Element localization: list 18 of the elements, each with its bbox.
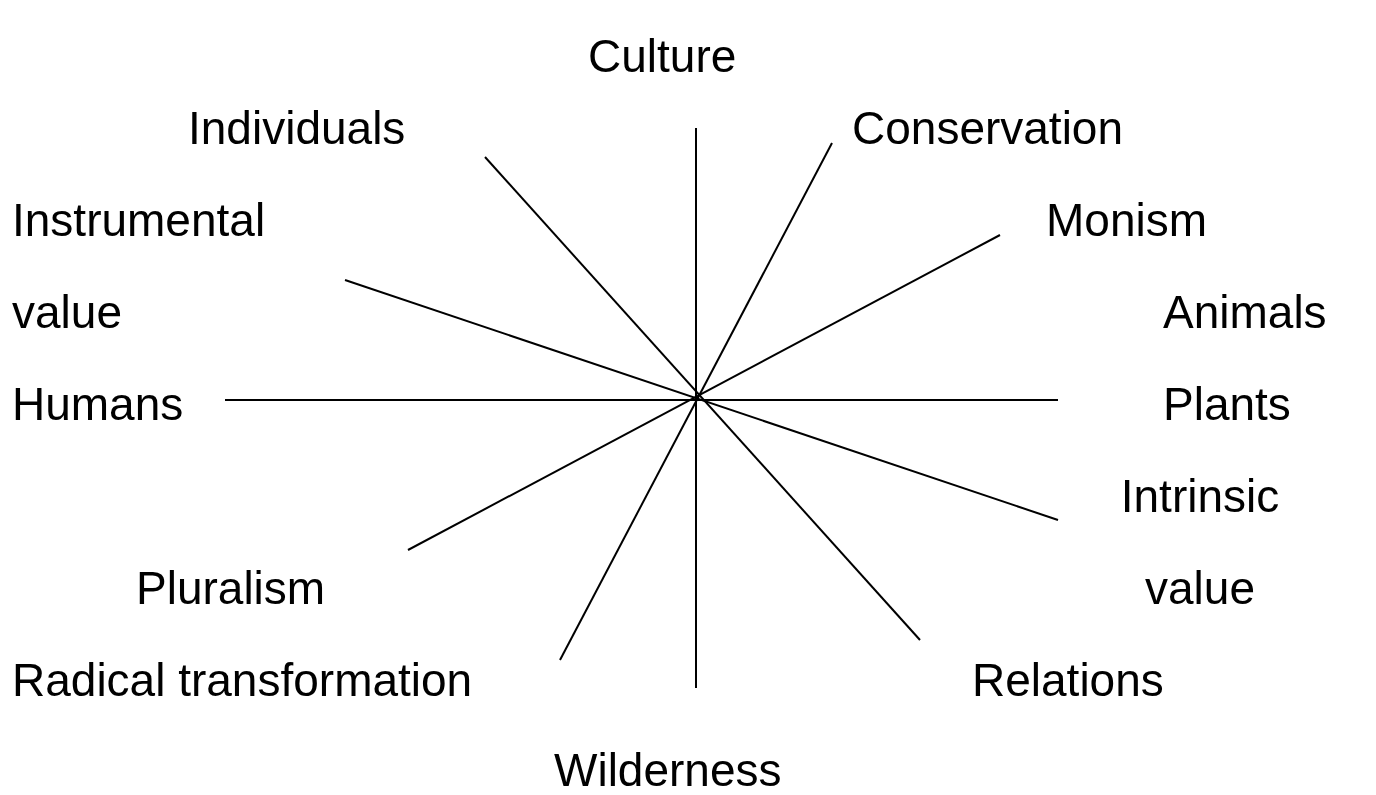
pole-label: Monism: [1046, 174, 1208, 266]
pole-label: Animals Plants: [1163, 266, 1373, 450]
connector-line: [224, 399, 1059, 401]
pole-label: Radical transformation: [12, 634, 473, 726]
connector-line: [407, 234, 1001, 551]
connector-line: [484, 156, 921, 641]
pole-label: Instrumental value: [12, 174, 352, 358]
connector-line: [695, 127, 697, 689]
pole-label: Culture: [588, 10, 737, 102]
connector-line: [559, 142, 833, 661]
pole-label: Wilderness: [554, 724, 782, 795]
connector-line: [344, 279, 1059, 521]
pole-label: Pluralism: [136, 542, 326, 634]
pole-label: Intrinsic value: [1080, 450, 1320, 634]
pole-label: Conservation: [852, 82, 1124, 174]
pole-label: Individuals: [188, 82, 406, 174]
pole-label: Relations: [972, 634, 1164, 726]
pole-label: Humans: [12, 358, 184, 450]
